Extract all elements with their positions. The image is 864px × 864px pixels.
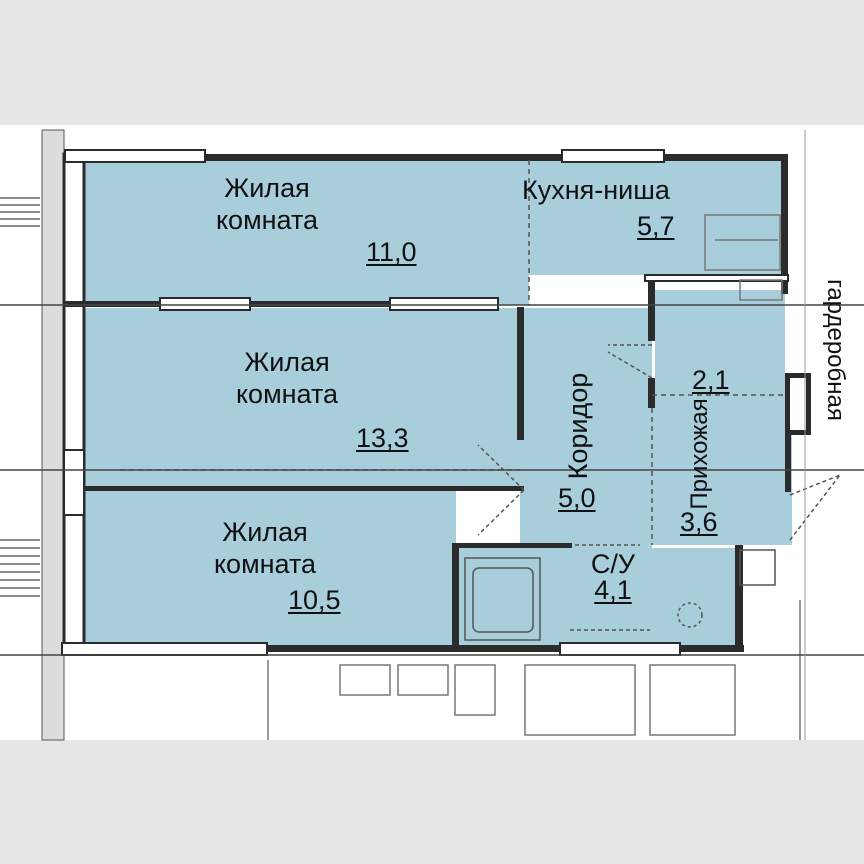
window-kitchen — [561, 149, 665, 163]
door-swings — [477, 344, 841, 546]
room-kitchen-area: 5,7 — [637, 211, 675, 241]
room-living-3-area: 10,5 — [288, 585, 341, 615]
room-living-2-area: 13,3 — [356, 423, 409, 453]
room-bathroom-name: С/У — [590, 549, 636, 579]
room-corridor-fill — [520, 308, 652, 548]
room-living-1-name: Жилая комната — [215, 173, 319, 235]
room-kitchen-fill — [529, 160, 784, 275]
room-hall-name: Прихожая — [686, 398, 713, 510]
windows — [61, 149, 811, 656]
wall-bath-top — [452, 543, 572, 548]
room-kitchen-name: Кухня-ниша — [522, 175, 670, 205]
window-living3 — [61, 642, 268, 656]
neighbor-outline — [267, 600, 801, 740]
door-frame-living1b — [389, 297, 499, 311]
wall-wardrobe-left — [648, 281, 655, 341]
room-living-1-area: 11,0 — [366, 237, 417, 267]
wall-living2-living3 — [84, 486, 524, 491]
window-living1 — [64, 149, 206, 163]
room-hall-area: 3,6 — [680, 507, 718, 537]
left-facade-lines — [0, 197, 40, 597]
room-corridor-name: Коридор — [563, 372, 593, 480]
wall-living1-living2 — [64, 301, 498, 307]
wall-hall-left — [648, 378, 655, 408]
room-wardrobe-area: 2,1 — [692, 365, 730, 395]
wall-top — [64, 154, 788, 161]
kitchen-fixtures — [704, 214, 783, 301]
walls — [62, 152, 791, 656]
room-wardrobe-name: гардеробная — [822, 279, 849, 421]
door-frame-living1 — [159, 297, 251, 311]
wall-bath-right — [735, 545, 743, 645]
room-living-3-fill — [84, 490, 456, 650]
window-bath — [559, 642, 681, 656]
room-living-2-name: Жилая комната — [235, 347, 339, 409]
wall-right-top — [781, 154, 788, 294]
wall-bottom — [64, 645, 744, 652]
wall-hall-right — [785, 392, 791, 492]
reference-lines — [0, 130, 864, 740]
wall-bath-left — [452, 545, 459, 645]
room-living-1-fill — [84, 160, 529, 305]
wall-living2-corridor — [517, 307, 524, 440]
room-wardrobe-fill — [655, 290, 785, 395]
room-bathroom-area: 4,1 — [594, 575, 632, 605]
bathroom-fixtures — [464, 549, 776, 641]
room-corridor-area: 5,0 — [558, 483, 596, 513]
room-living-2-fill — [84, 308, 520, 486]
wall-kitchen-bottom — [644, 274, 789, 282]
left-outer-wall — [41, 129, 65, 741]
wall-left — [62, 152, 86, 656]
window-living2 — [63, 449, 85, 516]
room-living-3-name: Жилая комната — [213, 517, 317, 579]
